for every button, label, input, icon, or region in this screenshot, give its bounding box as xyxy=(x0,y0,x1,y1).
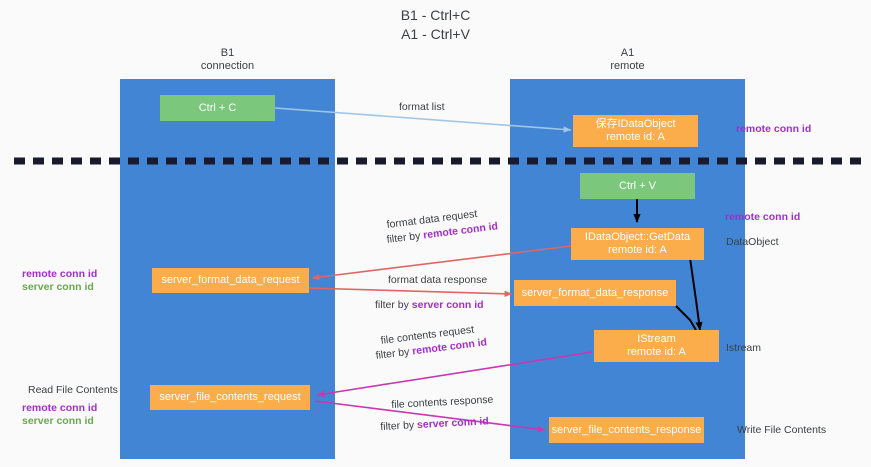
annotation-left-remote-conn-1: remote conn id xyxy=(22,268,98,280)
flow-filter-format-data-response: filter by server conn id xyxy=(375,299,484,312)
lane-header-a1-name: A1 xyxy=(620,47,635,59)
box-ctrl-c-label: Ctrl + C xyxy=(198,101,237,114)
annotation-write-file-contents: Write File Contents xyxy=(737,424,827,436)
annotation-read-file-contents: Read File Contents xyxy=(28,384,118,396)
title-line-2: A1 - Ctrl+V xyxy=(401,26,470,42)
annotation-right-remote-conn-mid: remote conn id xyxy=(725,211,801,223)
box-ctrl-v[interactable]: Ctrl + V xyxy=(580,173,695,199)
lane-header-b1: B1 connection xyxy=(120,47,335,73)
flow-filter-prefix-4: filter by xyxy=(380,419,418,433)
flow-filter-prefix-2: filter by xyxy=(375,299,412,311)
annotation-left-server-conn-1: server conn id xyxy=(22,281,94,293)
box-server-format-data-response-label: server_format_data_response xyxy=(521,286,669,299)
lane-header-b1-role: connection xyxy=(200,60,255,72)
annotation-left-server-conn-2: server conn id xyxy=(22,415,94,427)
annotation-dataobject: DataObject xyxy=(726,236,779,248)
arrow-format-list xyxy=(274,107,572,133)
box-istream[interactable]: IStream remote id: A xyxy=(594,330,719,362)
arrow-format-data-request xyxy=(311,245,572,281)
box-save-idataobject-title: 保存IDataObject xyxy=(595,118,676,130)
box-istream-subtitle: remote id: A xyxy=(627,346,686,358)
flow-label-format-data-response: format data response xyxy=(388,274,488,286)
arrow-format-data-response xyxy=(306,287,513,297)
lane-header-a1: A1 remote xyxy=(510,47,745,73)
arrow-getdata-istream xyxy=(689,257,703,331)
box-server-file-contents-response[interactable]: server_file_contents_response xyxy=(549,417,704,443)
box-save-idataobject-subtitle: remote id: A xyxy=(606,131,665,143)
box-istream-title: IStream xyxy=(637,333,676,345)
annotation-left-remote-conn-2: remote conn id xyxy=(22,402,98,414)
box-server-file-contents-request-label: server_file_contents_request xyxy=(159,391,301,403)
lane-header-b1-name: B1 xyxy=(220,47,235,59)
title-line-1: B1 - Ctrl+C xyxy=(400,7,471,23)
arrow-file-contents-request xyxy=(316,351,593,398)
arrow-response-istream xyxy=(675,305,697,331)
box-server-file-contents-response-label: server_file_contents_response xyxy=(551,423,702,436)
box-server-file-contents-request[interactable]: server_file_contents_request xyxy=(150,385,310,410)
box-idataobject-getdata[interactable]: IDataObject::GetData remote id: A xyxy=(571,228,704,260)
lane-header-a1-role: remote xyxy=(610,60,645,72)
box-idataobject-getdata-subtitle: remote id: A xyxy=(608,244,667,256)
box-idataobject-getdata-title: IDataObject::GetData xyxy=(584,231,691,243)
box-save-idataobject[interactable]: 保存IDataObject remote id: A xyxy=(573,115,698,147)
flow-label-format-list: format list xyxy=(399,101,445,113)
box-ctrl-c[interactable]: Ctrl + C xyxy=(160,95,275,121)
arrow-file-contents-response xyxy=(314,400,546,433)
annotation-istream: Istream xyxy=(726,342,762,354)
box-server-format-data-response[interactable]: server_format_data_response xyxy=(514,280,676,306)
flow-filter-value-2: server conn id xyxy=(411,299,484,311)
annotation-right-remote-conn-top: remote conn id xyxy=(736,123,812,135)
box-ctrl-v-label: Ctrl + V xyxy=(619,179,656,192)
box-server-format-data-request-label: server_format_data_request xyxy=(161,274,300,286)
box-server-format-data-request[interactable]: server_format_data_request xyxy=(152,268,309,293)
flow-filter-value-4: server conn id xyxy=(416,415,490,432)
page-title: B1 - Ctrl+C A1 - Ctrl+V xyxy=(0,6,871,44)
